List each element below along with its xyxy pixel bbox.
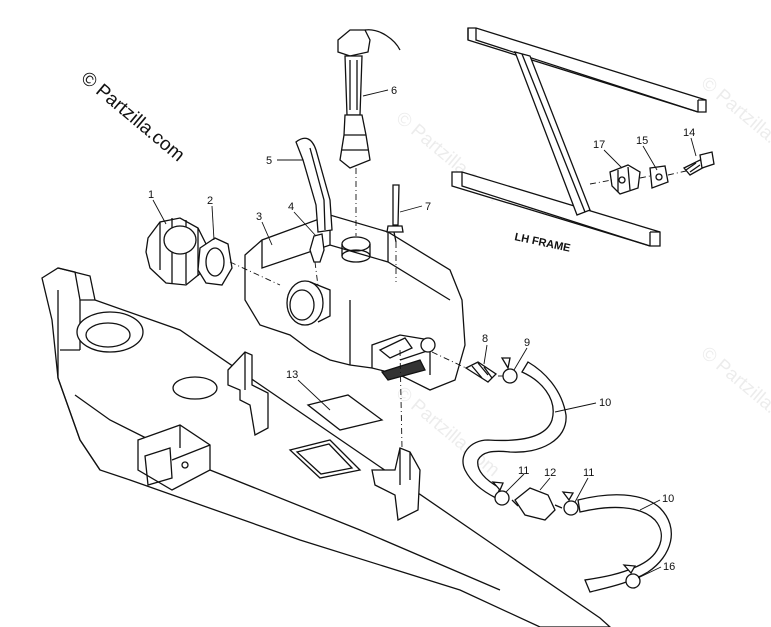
label-part-6: 6 [391,85,397,97]
label-part-11-left: 11 [518,465,529,477]
screw-part-14 [682,151,715,176]
label-part-13: 13 [286,369,298,381]
oil-tank-part-3 [244,214,466,391]
label-part-4: 4 [288,201,294,213]
clip-part-15 [649,165,669,189]
label-part-17: 17 [593,139,605,151]
sender-part-6 [337,29,401,169]
label-part-9: 9 [524,337,530,349]
watermark-main: © Partzilla.com [77,68,189,166]
label-part-16: 16 [663,561,675,573]
main-frame [41,267,611,627]
label-part-11-right: 11 [583,467,594,479]
clamp-part-16 [622,564,641,589]
bracket-part-17 [609,164,641,195]
label-part-10-lower: 10 [662,493,674,505]
label-part-5: 5 [266,155,272,167]
label-part-2: 2 [207,195,213,207]
label-part-10-upper: 10 [599,397,611,409]
fuel-cap-part-1 [145,217,209,286]
label-part-3: 3 [256,211,262,223]
label-part-15: 15 [636,135,648,147]
leader-lines [152,89,697,579]
vent-hose-part-5 [295,137,333,233]
fitting-part-4 [309,233,325,263]
label-part-8: 8 [482,333,488,345]
watermark-faint: © Partzilla.com [697,343,771,441]
label-part-7: 7 [425,201,431,213]
clamp-part-11-left [491,481,510,506]
gasket-part-2 [197,237,233,286]
hose-part-10-lower [577,494,672,593]
clamp-part-9 [500,357,518,384]
lh-frame: LH FRAME [451,27,707,255]
fitting-part-8 [464,361,498,383]
clamp-part-11-right [561,491,579,516]
part-labels: 1 2 3 4 5 6 7 8 9 10 10 11 11 12 13 14 1… [148,85,695,573]
label-part-14: 14 [683,127,695,139]
label-part-1: 1 [148,189,154,201]
filter-part-12 [511,487,563,521]
pad-part-13 [306,394,384,431]
dipstick-part-7 [386,184,404,243]
lh-frame-label: LH FRAME [513,231,571,255]
label-part-12: 12 [544,467,556,479]
assembly-lines [229,168,687,449]
